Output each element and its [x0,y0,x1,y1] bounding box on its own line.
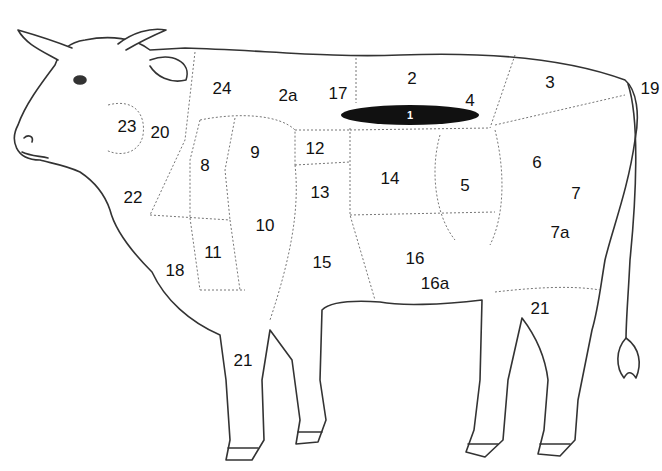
cut-number: 1 [340,110,480,121]
cow-outline [14,38,637,460]
left-horn [18,30,72,60]
callout-number: 2 [407,70,416,87]
callout-number: 3 [545,74,554,91]
callout-number: 8 [200,157,209,174]
cow-ear [150,57,187,81]
callout-number: 11 [204,244,222,261]
callout-number: 18 [166,262,185,279]
right-horn [118,29,166,50]
tail-tuft [618,338,639,378]
callout-number: 19 [641,80,660,97]
callout-number: 7a [551,224,570,241]
callout-number: 24 [213,80,232,97]
cow-tail [626,84,636,340]
shoulder-cut-line [200,116,295,165]
callout-number: 16a [421,275,449,292]
arm-cut-line [270,165,296,320]
callout-number: 22 [124,189,143,206]
rump-cut-line [490,55,625,128]
callout-number: 7 [571,185,580,202]
neck-cut-line [150,52,195,215]
callout-number: 14 [381,170,400,187]
node-text-holder: 1 [340,104,480,121]
cow-mouth [22,152,48,158]
plate-cut-line [350,128,495,300]
callout-number: 16 [406,250,425,267]
callout-number: 20 [151,124,170,141]
callout-number: 2a [279,87,298,104]
callout-number: 12 [306,140,325,157]
blade-cut-line [225,118,235,220]
callout-number: 6 [532,154,541,171]
callout-number: 23 [118,118,137,135]
callout-number: 4 [465,92,474,109]
loin-divide-line [356,58,357,103]
callout-number: 21 [234,352,253,369]
cow-nostril [24,136,32,142]
rib-cut-line [295,128,490,165]
callout-number: 10 [256,217,275,234]
round-cut-line [435,130,502,245]
brisket-cut-line [150,215,245,290]
callout-number: 15 [313,254,332,271]
cow-eye [74,76,86,84]
hoof-line [228,432,570,448]
cut-marker-ellipse: 1 [340,104,480,126]
callout-number: 13 [311,184,330,201]
callout-number: 9 [250,144,259,161]
callout-number: 17 [329,85,348,102]
callout-number: 5 [460,177,469,194]
cheek-cut-line [106,103,143,153]
callout-number: 21 [531,300,550,317]
shank-cut-line [495,287,600,292]
ellipse-fill [341,105,479,125]
shoulder-front-cut-line [190,120,200,218]
